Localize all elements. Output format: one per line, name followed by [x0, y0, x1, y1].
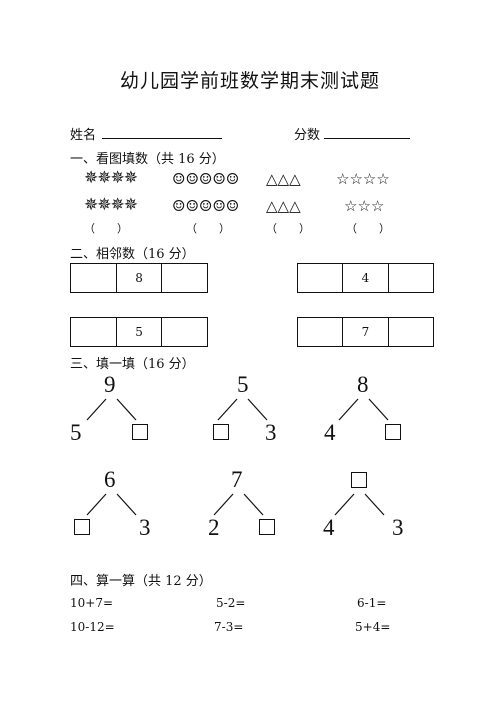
score-label: 分数 [294, 128, 321, 143]
neighbor-cell-given: 8 [117, 264, 163, 292]
tree1-left: 5 [70, 420, 82, 445]
triangle-icon-row1: △△△ [266, 170, 301, 188]
tree5-left: 2 [208, 515, 220, 540]
tree4-right: 3 [139, 515, 151, 540]
section4-heading: 四、算一算（共 12 分） [70, 574, 212, 589]
branch-line [243, 493, 264, 516]
tree5-top: 7 [231, 467, 243, 492]
name-blank[interactable] [102, 125, 222, 139]
neighbor-box-2: 4 [297, 263, 434, 293]
equation: 5-2= [216, 596, 246, 610]
branch-line [368, 398, 389, 421]
smiley-icon-row2: ☺☺☺☺☺ [172, 197, 240, 215]
star-icon-row1: ☆☆☆☆ [336, 170, 390, 188]
triangle-icon-row2: △△△ [266, 197, 301, 215]
answer-paren-2[interactable]: （ ） [186, 222, 230, 235]
branch-line [86, 493, 107, 516]
answer-paren-3[interactable]: （ ） [266, 222, 310, 235]
star-icon-row2: ☆☆☆ [344, 197, 385, 215]
tree2-top: 5 [237, 372, 249, 397]
equation: 6-1= [357, 596, 387, 610]
equation: 5+4= [355, 620, 391, 634]
tree6-left: 4 [323, 515, 335, 540]
answer-paren-4[interactable]: （ ） [346, 222, 390, 235]
neighbor-cell-before[interactable] [298, 264, 344, 292]
neighbor-box-4: 7 [297, 317, 434, 347]
branch-line [247, 398, 268, 421]
branch-line [334, 493, 355, 516]
neighbor-cell-before[interactable] [71, 264, 117, 292]
tree1-right-box[interactable] [132, 424, 148, 440]
branch-line [116, 398, 137, 421]
neighbor-cell-before[interactable] [298, 318, 344, 346]
equation: 7-3= [214, 620, 244, 634]
name-label: 姓名 [70, 128, 97, 143]
branch-line [364, 493, 385, 516]
tree1-top: 9 [104, 372, 116, 397]
answer-paren-1[interactable]: （ ） [84, 222, 128, 235]
section1-heading: 一、看图填数（共 16 分） [70, 152, 225, 167]
tree4-left-box[interactable] [74, 519, 90, 535]
neighbor-cell-given: 7 [343, 318, 389, 346]
neighbor-box-3: 5 [70, 317, 208, 347]
equation: 10+7= [70, 596, 114, 610]
branch-line [116, 493, 137, 516]
neighbor-box-1: 8 [70, 263, 208, 293]
tree3-left: 4 [324, 420, 336, 445]
neighbor-cell-before[interactable] [71, 318, 117, 346]
tree2-left-box[interactable] [213, 424, 229, 440]
tree3-right-box[interactable] [385, 424, 401, 440]
tree2-right: 3 [265, 420, 277, 445]
smiley-icon-row1: ☺☺☺☺☺ [172, 170, 240, 188]
branch-line [86, 398, 107, 421]
tree3-top: 8 [357, 372, 369, 397]
branch-line [213, 493, 234, 516]
section2-heading: 二、相邻数（16 分） [70, 247, 195, 262]
sunburst-icon-row1: ✵✵✵✵ [84, 168, 138, 188]
equation: 10-12= [70, 620, 115, 634]
page-title: 幼儿园学前班数学期末测试题 [119, 70, 380, 92]
branch-line [338, 398, 359, 421]
branch-line [217, 398, 238, 421]
tree4-top: 6 [104, 467, 116, 492]
sunburst-icon-row2: ✵✵✵✵ [84, 195, 138, 215]
neighbor-cell-given: 4 [343, 264, 389, 292]
section3-heading: 三、填一填（16 分） [70, 357, 195, 372]
tree6-right: 3 [392, 515, 404, 540]
tree6-top-box[interactable] [351, 472, 367, 488]
neighbor-cell-given: 5 [117, 318, 163, 346]
score-blank[interactable] [324, 125, 410, 139]
tree5-right-box[interactable] [259, 519, 275, 535]
